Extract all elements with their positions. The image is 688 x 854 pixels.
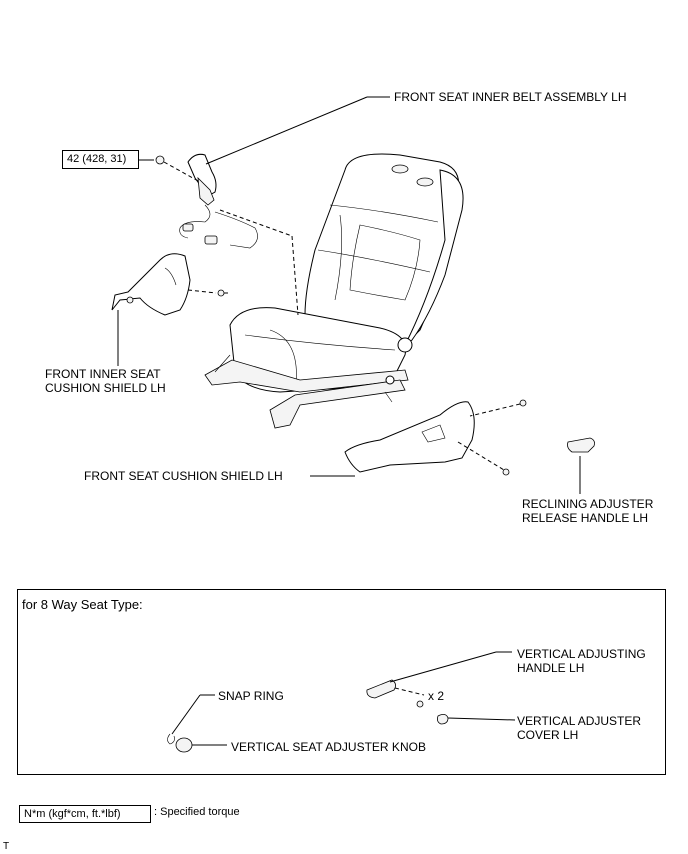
belt-assembly-label: FRONT SEAT INNER BELT ASSEMBLY LH <box>394 90 627 104</box>
torque-value-box: 42 (428, 31) <box>62 150 139 169</box>
inner-shield-label-2: CUSHION SHIELD LH <box>45 381 166 395</box>
quantity-label: x 2 <box>428 689 445 703</box>
cushion-shield-label: FRONT SEAT CUSHION SHIELD LH <box>84 469 283 483</box>
torque-legend-text: : Specified torque <box>154 806 240 818</box>
snap-ring-illustration <box>167 733 175 745</box>
snap-ring-label: SNAP RING <box>218 689 284 703</box>
reclining-label-2: RELEASE HANDLE LH <box>522 511 649 525</box>
corner-mark: T <box>3 841 10 852</box>
reclining-label-1: RECLINING ADJUSTER <box>522 497 654 511</box>
inner-shield-illustration <box>111 253 191 316</box>
cover-label-1: VERTICAL ADJUSTER <box>517 714 642 728</box>
knob-illustration <box>175 737 193 753</box>
subpanel-border <box>17 589 666 775</box>
cushion-shield-illustration <box>344 401 475 473</box>
subpanel-title: for 8 Way Seat Type: <box>22 597 143 612</box>
seatbelt-buckle-illustration <box>179 153 258 249</box>
knob-label: VERTICAL SEAT ADJUSTER KNOB <box>231 740 426 754</box>
bolt-icon <box>155 155 165 165</box>
screw-icon <box>217 289 228 297</box>
seat-illustration <box>204 153 464 429</box>
inner-shield-label-1: FRONT INNER SEAT <box>45 367 161 381</box>
vertical-handle-label-1: VERTICAL ADJUSTING <box>517 647 646 661</box>
vertical-handle-illustration <box>366 679 396 699</box>
vertical-handle-label-2: HANDLE LH <box>517 661 585 675</box>
screw-icon <box>416 700 424 708</box>
cover-label-2: COVER LH <box>517 728 579 742</box>
reclining-handle-illustration <box>567 437 595 453</box>
torque-unit-box: N*m (kgf*cm, ft.*lbf) <box>19 805 151 823</box>
cover-illustration <box>437 714 449 725</box>
screw-icon <box>502 399 527 476</box>
